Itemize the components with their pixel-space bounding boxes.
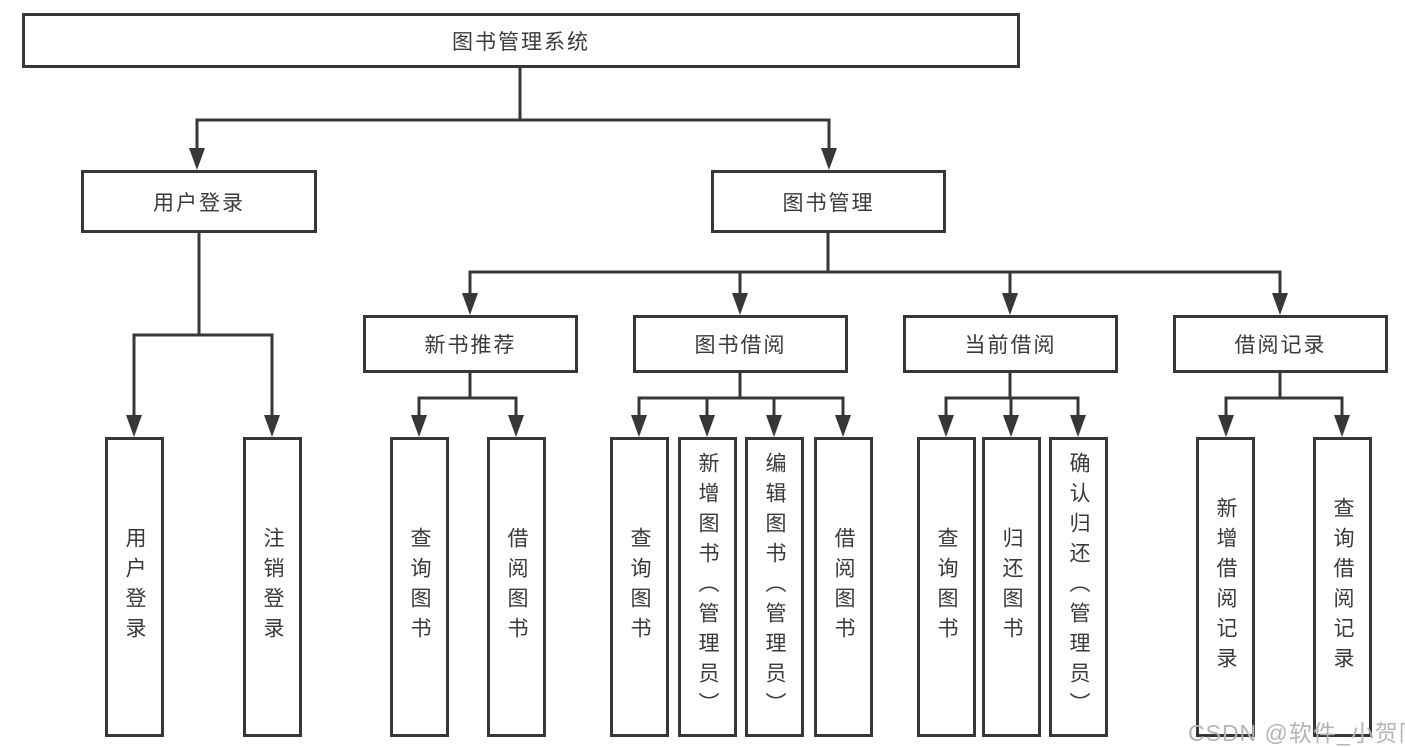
leaf-query-books-recommend: 查询图书 <box>390 437 449 737</box>
watermark: CSDN @软件_小贺同学 <box>1188 720 1405 746</box>
node-book-management: 图书管理 <box>711 170 946 233</box>
leaf-user-login-label: 用户登录 <box>123 527 146 647</box>
node-current-borrow: 当前借阅 <box>903 315 1118 373</box>
leaf-query-books-recommend-label: 查询图书 <box>408 527 431 647</box>
leaf-user-login: 用户登录 <box>105 437 164 737</box>
leaf-add-books-admin-label: 新增图书（管理员） <box>696 452 719 722</box>
leaf-borrow-books-label: 借阅图书 <box>832 527 855 647</box>
leaf-edit-books-admin-label: 编辑图书（管理员） <box>763 452 786 722</box>
node-root-system: 图书管理系统 <box>22 13 1020 68</box>
leaf-query-borrow-record: 查询借阅记录 <box>1313 437 1372 737</box>
leaf-query-borrow-record-label: 查询借阅记录 <box>1331 497 1354 677</box>
node-current-borrow-label: 当前借阅 <box>964 334 1057 357</box>
leaf-add-borrow-record: 新增借阅记录 <box>1196 437 1255 737</box>
leaf-query-books-current: 查询图书 <box>917 437 976 737</box>
node-book-borrow-label: 图书借阅 <box>694 334 787 357</box>
leaf-return-books: 归还图书 <box>982 437 1041 737</box>
leaf-query-books-borrow: 查询图书 <box>610 437 669 737</box>
node-borrow-records-label: 借阅记录 <box>1234 334 1327 357</box>
node-new-book-recommend: 新书推荐 <box>363 315 578 373</box>
leaf-borrow-books: 借阅图书 <box>814 437 873 737</box>
leaf-logout: 注销登录 <box>243 437 302 737</box>
leaf-edit-books-admin: 编辑图书（管理员） <box>745 437 804 737</box>
leaf-borrow-books-recommend: 借阅图书 <box>487 437 546 737</box>
leaf-add-borrow-record-label: 新增借阅记录 <box>1214 497 1237 677</box>
leaf-return-books-label: 归还图书 <box>1000 527 1023 647</box>
node-user-login: 用户登录 <box>81 170 317 233</box>
node-borrow-records: 借阅记录 <box>1173 315 1388 373</box>
leaf-borrow-books-recommend-label: 借阅图书 <box>505 527 528 647</box>
node-user-login-label: 用户登录 <box>153 191 245 215</box>
leaf-add-books-admin: 新增图书（管理员） <box>678 437 737 737</box>
node-book-management-label: 图书管理 <box>782 191 875 215</box>
node-new-book-recommend-label: 新书推荐 <box>424 334 517 357</box>
leaf-logout-label: 注销登录 <box>261 527 284 647</box>
node-root-label: 图书管理系统 <box>452 30 590 54</box>
leaf-query-books-borrow-label: 查询图书 <box>628 527 651 647</box>
leaf-confirm-return-admin: 确认归还（管理员） <box>1049 437 1108 737</box>
leaf-query-books-current-label: 查询图书 <box>935 527 958 647</box>
node-book-borrow: 图书借阅 <box>633 315 848 373</box>
leaf-confirm-return-admin-label: 确认归还（管理员） <box>1067 452 1090 722</box>
